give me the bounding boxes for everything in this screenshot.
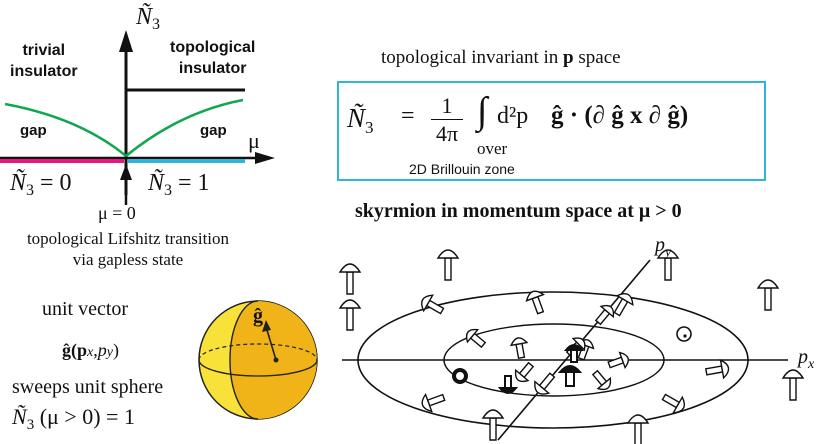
skyrmion-title: skyrmion in momentum space at μ > 0 — [355, 200, 682, 222]
spin-arrow — [626, 414, 650, 444]
core-spin-bottom — [497, 375, 519, 394]
skyrmion-diagram — [338, 249, 805, 444]
sweeps-label: sweeps unit sphere — [12, 376, 164, 398]
core-spin-center — [557, 365, 583, 387]
core-spin-left — [452, 368, 468, 384]
formula-zone: 2D Brillouin zone — [409, 161, 515, 177]
hollow-spin-dot — [683, 334, 687, 338]
spin-arrow — [781, 369, 805, 401]
mu-axis-arrowhead — [255, 152, 275, 164]
spin-arrow — [465, 328, 487, 349]
spin-arrow — [338, 299, 362, 331]
sphere-meridian — [229, 300, 259, 420]
spin-arrow — [534, 372, 556, 395]
spin-arrow — [421, 392, 446, 413]
core-spin-top — [563, 344, 585, 363]
trivial-insulator-label: trivial insulator — [10, 42, 78, 80]
gap-curve-right — [125, 98, 244, 158]
invariant-heading: topological invariant in p space — [381, 47, 621, 68]
spin-arrow — [613, 293, 634, 317]
spin-arrow — [705, 358, 730, 380]
sphere-result-label: Ñ3 (μ > 0) = 1 — [12, 404, 135, 433]
formula-lhs: Ñ3 — [347, 103, 374, 137]
gap-curve-left — [4, 102, 127, 158]
spin-arrow — [594, 304, 615, 326]
spin-arrow — [756, 279, 780, 311]
invariant-formula-box: Ñ3 = 1 4π ∫ d²p over ĝ · (∂ ĝ x ∂ ĝ) 2D … — [337, 81, 766, 181]
sphere-equator-front — [198, 359, 318, 377]
sphere-vector-head — [262, 320, 271, 332]
sphere-vector-label: ĝ — [253, 305, 263, 327]
core-spins — [452, 344, 585, 394]
unit-vector-label: unit vector — [42, 298, 129, 320]
spin-arrow — [525, 290, 546, 315]
trivial-invariant-value: Ñ3 = 0 — [10, 170, 72, 199]
mu-axis-label: μ — [248, 128, 260, 153]
n3-axis-arrowhead — [119, 30, 133, 52]
spin-arrow — [509, 337, 529, 360]
px-axis-label: px — [798, 346, 815, 372]
formula-integral-sign: ∫ — [477, 90, 488, 132]
formula-integrand: ĝ · (∂ ĝ x ∂ ĝ) — [551, 102, 689, 129]
spin-arrow — [421, 294, 445, 315]
formula-measure: d²p — [497, 103, 529, 129]
spin-arrows — [338, 249, 805, 444]
sphere-vector — [266, 329, 277, 361]
spin-arrow — [661, 393, 685, 414]
n3-axis-label: Ñ3 — [136, 4, 161, 33]
gap-label-right: gap — [200, 122, 227, 139]
spin-arrow — [338, 263, 362, 295]
lifshitz-caption: topological Lifshitz transition via gapl… — [26, 229, 230, 269]
spin-arrow — [436, 249, 460, 281]
formula-equals: = — [401, 103, 415, 129]
hollow-spin — [676, 326, 692, 342]
sphere-center-dot — [273, 357, 279, 363]
phase-diagram — [0, 30, 275, 205]
unit-sphere — [198, 300, 318, 420]
mu-zero-arrowhead — [120, 164, 132, 180]
spin-arrow — [481, 409, 505, 441]
gap-label-left: gap — [20, 122, 47, 139]
spin-arrow — [656, 249, 680, 281]
topological-insulator-label: topological insulator — [170, 39, 256, 77]
spin-arrow — [607, 351, 630, 370]
topological-invariant-value: Ñ3 = 1 — [148, 170, 210, 199]
spin-arrow — [591, 369, 612, 391]
formula-over: over — [477, 139, 508, 158]
mu-zero-label: μ = 0 — [98, 203, 136, 223]
py-axis-label: py — [655, 234, 672, 260]
spin-arrow — [514, 361, 535, 383]
g-function-label: ĝ(px,py) — [62, 340, 119, 360]
formula-fraction: 1 4π — [431, 93, 463, 147]
sphere-equator-back — [198, 343, 318, 361]
